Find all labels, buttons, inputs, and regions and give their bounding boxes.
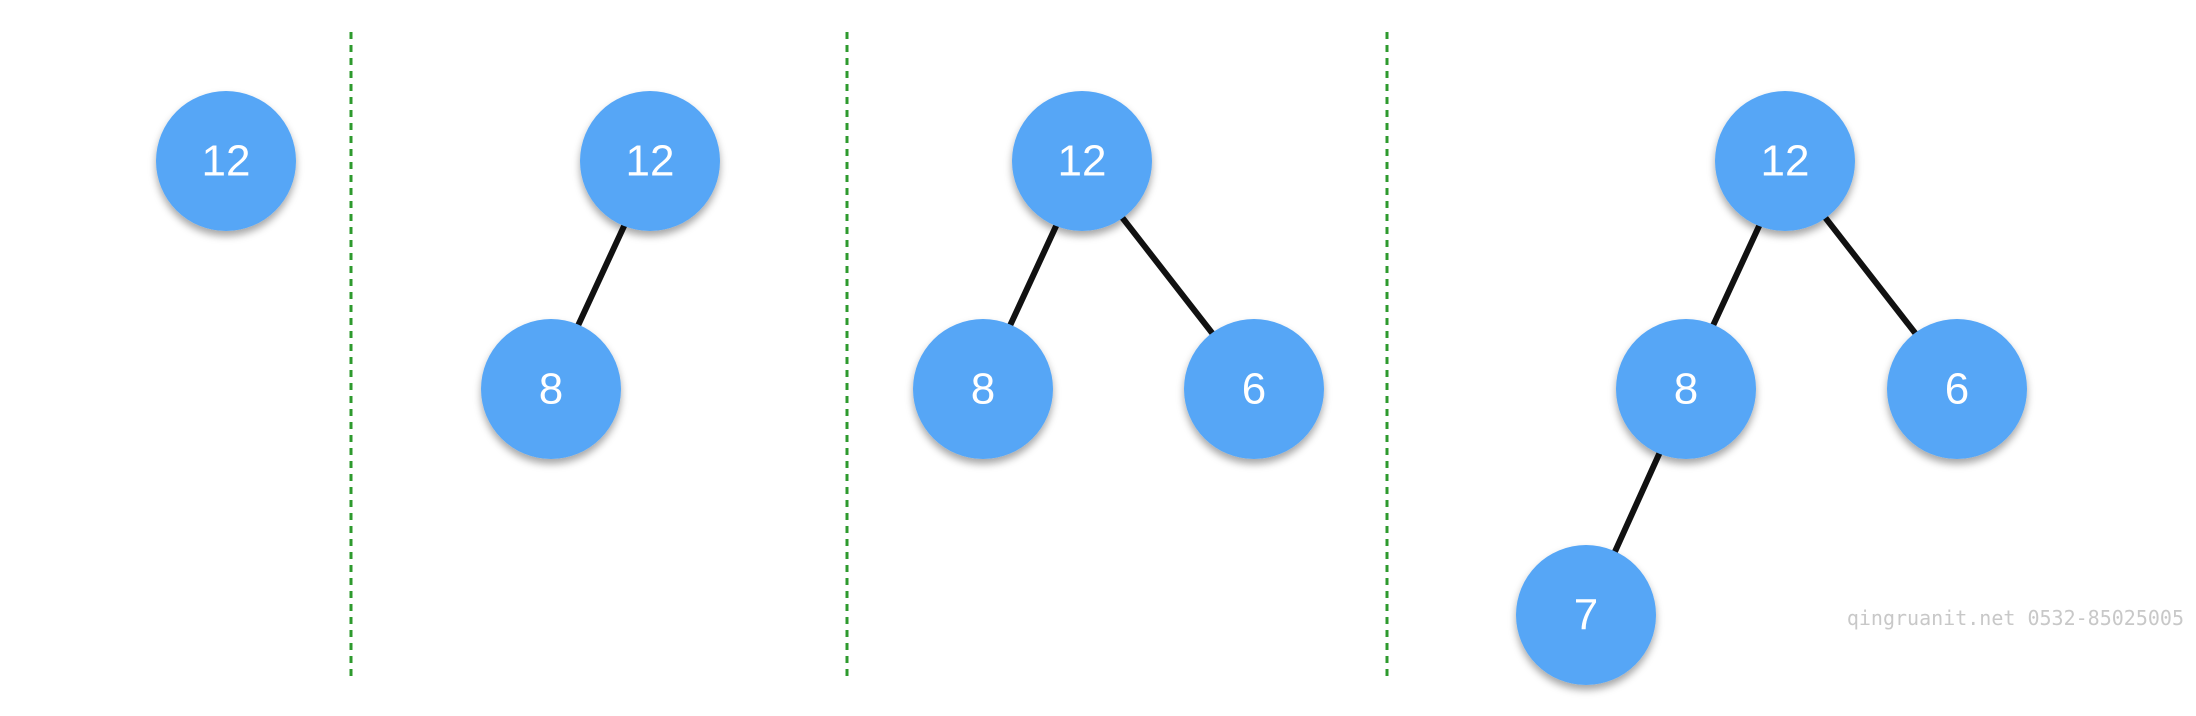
edge-p4-12-8 xyxy=(1708,222,1763,332)
node-p3-8: 8 xyxy=(913,319,1053,459)
edge-p3-12-8 xyxy=(1005,222,1060,332)
edge-p2-12-8 xyxy=(573,222,628,332)
watermark: qingruanit.net 0532-85025005 xyxy=(1847,606,2184,630)
node-label: 12 xyxy=(626,137,675,186)
node-label: 12 xyxy=(1761,137,1810,186)
edges xyxy=(573,214,1922,558)
node-label: 6 xyxy=(1945,365,1969,414)
node-p3-12: 12 xyxy=(1012,91,1152,231)
node-label: 6 xyxy=(1242,365,1266,414)
node-label: 12 xyxy=(1058,137,1107,186)
node-label: 8 xyxy=(539,365,563,414)
edge-p3-12-6 xyxy=(1118,214,1219,340)
node-p4-6: 6 xyxy=(1887,319,2027,459)
nodes: 12 12 8 12 8 6 12 8 xyxy=(156,91,2027,685)
edge-p4-8-7 xyxy=(1610,450,1663,558)
node-label: 8 xyxy=(971,365,995,414)
node-label: 12 xyxy=(202,137,251,186)
node-p4-12: 12 xyxy=(1715,91,1855,231)
node-p2-12: 12 xyxy=(580,91,720,231)
node-label: 7 xyxy=(1574,591,1598,640)
node-p2-8: 8 xyxy=(481,319,621,459)
node-p4-7: 7 xyxy=(1516,545,1656,685)
node-p4-8: 8 xyxy=(1616,319,1756,459)
node-label: 8 xyxy=(1674,365,1698,414)
node-p1-12: 12 xyxy=(156,91,296,231)
edge-p4-12-6 xyxy=(1821,214,1922,340)
node-p3-6: 6 xyxy=(1184,319,1324,459)
